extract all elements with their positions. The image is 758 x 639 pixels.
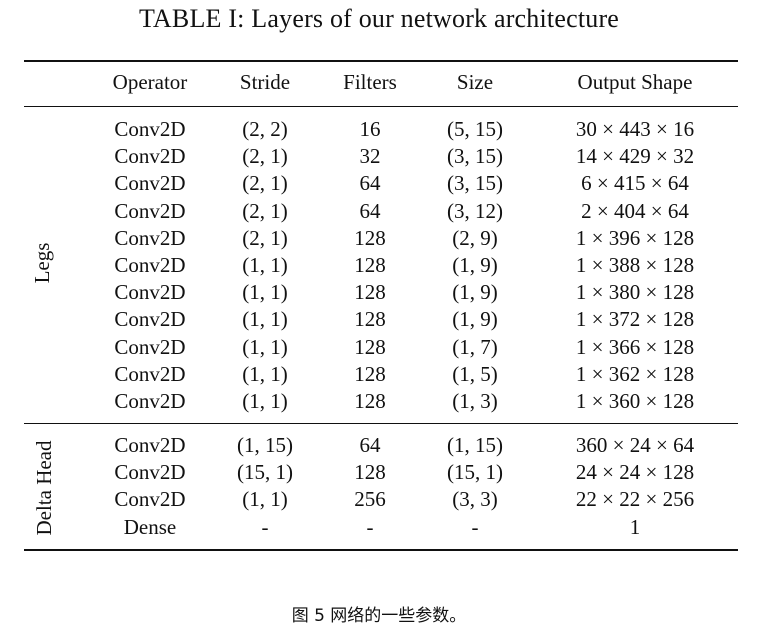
cell-size: (1, 9) — [452, 253, 498, 277]
cell-operator: Conv2D — [114, 334, 186, 359]
cell-size: (3, 15) — [447, 144, 503, 169]
cell-output: 360 × 24 × 64 — [575, 433, 695, 457]
cell-stride: (2, 1) — [242, 225, 288, 250]
cell-output: 1 × 366 × 128 — [575, 334, 695, 359]
cell-stride: (15, 1) — [237, 460, 293, 485]
cell-stride: (1, 15) — [237, 433, 293, 457]
cell-operator: Conv2D — [114, 198, 186, 223]
cell-size: (1, 3) — [452, 389, 498, 413]
cell-stride: (1, 1) — [242, 389, 288, 413]
cell-filters: 64 — [359, 198, 381, 223]
cell-stride: (1, 1) — [242, 307, 288, 332]
top-rule — [24, 60, 738, 62]
cell-output: 1 × 372 × 128 — [575, 307, 695, 332]
cell-operator: Conv2D — [114, 389, 186, 413]
cell-output: 24 × 24 × 128 — [575, 460, 695, 485]
cell-filters: 128 — [354, 361, 386, 386]
cell-output: 6 × 415 × 64 — [581, 171, 689, 196]
cell-filters: 128 — [354, 334, 386, 359]
cell-size: (1, 5) — [452, 361, 498, 386]
cell-size: (1, 9) — [452, 280, 498, 305]
cell-filters: 128 — [354, 280, 386, 305]
cell-size: (3, 15) — [447, 171, 503, 196]
cell-operator: Conv2D — [114, 171, 186, 196]
cell-operator: Conv2D — [114, 487, 186, 512]
cell-operator: Conv2D — [114, 307, 186, 332]
cell-output: 1 × 362 × 128 — [575, 361, 695, 386]
cell-size: - — [471, 514, 479, 539]
cell-filters: 64 — [359, 433, 381, 457]
group-label-delta-head: Delta Head — [32, 440, 56, 536]
cell-output: 1 × 388 × 128 — [575, 253, 695, 277]
cell-stride: - — [261, 514, 269, 539]
figure-caption: 图 5 网络的一些参数。 — [291, 606, 467, 626]
cell-stride: (1, 1) — [242, 253, 288, 277]
cell-operator: Conv2D — [114, 117, 186, 141]
cell-stride: (2, 1) — [242, 198, 288, 223]
cell-output: 14 × 429 × 32 — [575, 144, 695, 169]
cell-size: (1, 9) — [452, 307, 498, 332]
cell-operator: Conv2D — [114, 144, 186, 169]
cell-filters: 32 — [359, 144, 381, 169]
cell-output: 1 — [629, 514, 641, 539]
cell-size: (5, 15) — [447, 117, 503, 141]
group-label-legs: Legs — [30, 242, 54, 284]
cell-output: 2 × 404 × 64 — [581, 198, 689, 223]
cell-filters: 16 — [359, 117, 381, 141]
cell-size: (2, 9) — [452, 225, 498, 250]
cell-stride: (1, 1) — [242, 280, 288, 305]
cell-operator: Dense — [123, 514, 177, 539]
cell-stride: (1, 1) — [242, 361, 288, 386]
cell-operator: Conv2D — [114, 225, 186, 250]
cell-filters: 256 — [354, 487, 386, 512]
cell-operator: Conv2D — [114, 361, 186, 386]
cell-operator: Conv2D — [114, 460, 186, 485]
table-title: TABLE I: Layers of our network architect… — [138, 4, 620, 33]
cell-filters: 128 — [354, 253, 386, 277]
cell-output: 22 × 22 × 256 — [575, 487, 695, 512]
header-operator: Operator — [112, 70, 188, 94]
bottom-rule — [24, 549, 738, 551]
cell-operator: Conv2D — [114, 280, 186, 305]
cell-filters: 64 — [359, 171, 381, 196]
cell-size: (1, 15) — [447, 433, 503, 457]
cell-size: (3, 12) — [447, 198, 503, 223]
cell-stride: (2, 2) — [242, 117, 288, 141]
cell-filters: - — [366, 514, 374, 539]
cell-size: (3, 3) — [452, 487, 498, 512]
cell-stride: (1, 1) — [242, 334, 288, 359]
cell-operator: Conv2D — [114, 433, 186, 457]
group-separator-rule — [24, 423, 738, 424]
cell-output: 30 × 443 × 16 — [575, 117, 695, 141]
cell-size: (15, 1) — [447, 460, 503, 485]
cell-output: 1 × 360 × 128 — [575, 389, 695, 413]
header-filters: Filters — [343, 70, 397, 94]
cell-output: 1 × 380 × 128 — [575, 280, 695, 305]
header-rule — [24, 106, 738, 107]
cell-filters: 128 — [354, 225, 386, 250]
cell-filters: 128 — [354, 307, 386, 332]
cell-size: (1, 7) — [452, 334, 498, 359]
cell-output: 1 × 396 × 128 — [575, 225, 695, 250]
cell-stride: (2, 1) — [242, 144, 288, 169]
cell-filters: 128 — [354, 389, 386, 413]
cell-stride: (2, 1) — [242, 171, 288, 196]
header-output-shape: Output Shape — [577, 70, 693, 94]
cell-filters: 128 — [354, 460, 386, 485]
header-stride: Stride — [239, 70, 291, 94]
cell-stride: (1, 1) — [242, 487, 288, 512]
cell-operator: Conv2D — [114, 253, 186, 277]
header-size: Size — [456, 70, 494, 94]
